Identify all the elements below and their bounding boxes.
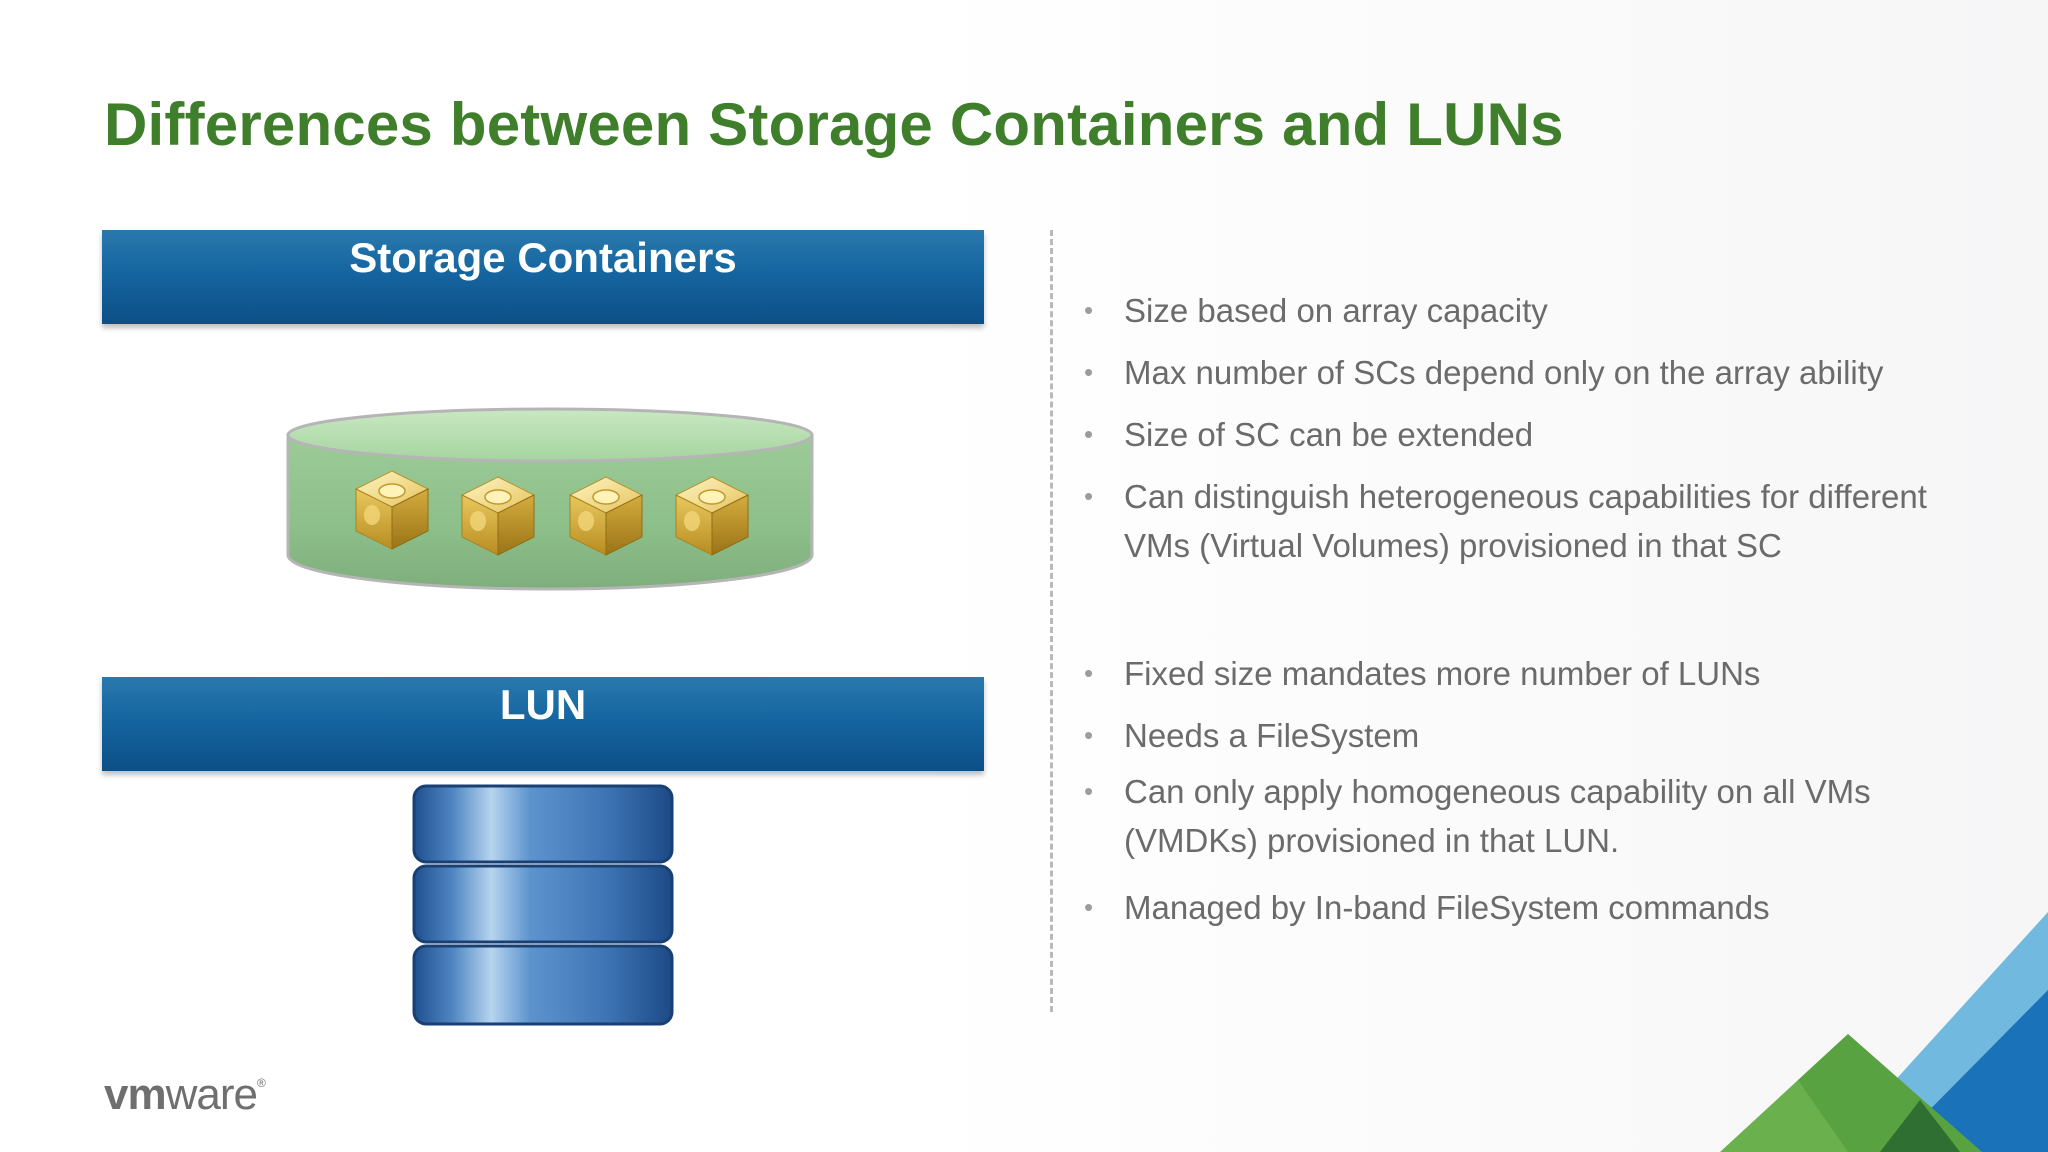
bullet-icon: • [1084, 658, 1094, 688]
column-divider [1050, 230, 1053, 1012]
page-title: Differences between Storage Containers a… [104, 91, 1564, 158]
bullet-icon: • [1084, 357, 1094, 387]
lun-bullet-list: • Fixed size mandates more number of LUN… [1084, 649, 1984, 945]
bullet-icon: • [1084, 892, 1094, 922]
lun-header: LUN [102, 677, 984, 771]
bullet-icon: • [1084, 419, 1094, 449]
vmware-logo: vmware® [104, 1070, 266, 1119]
list-item: • Can only apply homogeneous capability … [1084, 767, 1924, 865]
list-item: • Size based on array capacity [1084, 286, 1984, 335]
lun-disk-stack-icon [412, 784, 674, 1026]
storage-containers-header-label: Storage Containers [349, 234, 737, 281]
list-item: • Managed by In-band FileSystem commands [1084, 883, 1984, 932]
storage-containers-bullet-list: • Size based on array capacity • Max num… [1084, 286, 1984, 583]
bullet-icon: • [1084, 295, 1094, 325]
bullet-icon: • [1084, 776, 1094, 806]
list-item: • Can distinguish heterogeneous capabili… [1084, 472, 1944, 570]
list-item: • Fixed size mandates more number of LUN… [1084, 649, 1984, 698]
list-item: • Size of SC can be extended [1084, 410, 1984, 459]
lun-header-label: LUN [499, 681, 587, 728]
list-item: • Needs a FileSystem [1084, 711, 1984, 760]
storage-container-icon [286, 407, 814, 591]
bullet-icon: • [1084, 481, 1094, 511]
list-item: • Max number of SCs depend only on the a… [1084, 348, 1984, 397]
bullet-icon: • [1084, 720, 1094, 750]
corner-triangles-decoration [1720, 912, 2048, 1152]
storage-containers-header: Storage Containers [102, 230, 984, 324]
